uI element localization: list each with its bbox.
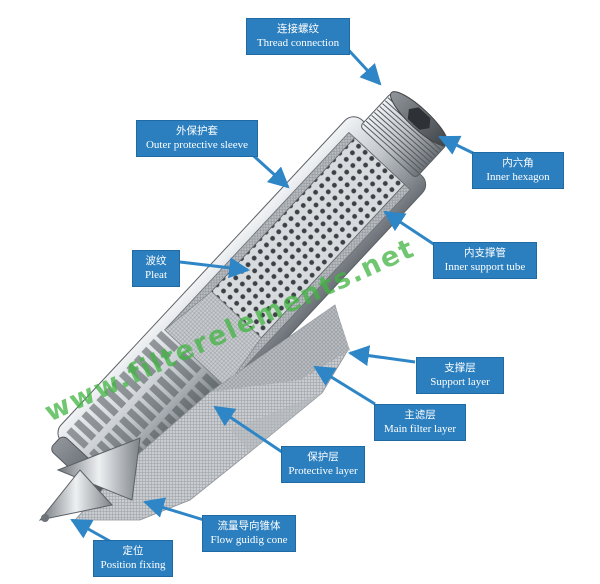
sleeve-slot (134, 400, 157, 422)
sleeve-slot (126, 408, 149, 430)
sleeve-slot (111, 424, 134, 446)
sleeve-slot (103, 387, 127, 409)
callout-main-filter-layer: 主滤层 Main filter layer (374, 404, 466, 441)
sleeve-slot (171, 359, 194, 382)
sleeve-slot (126, 362, 149, 385)
sleeve-slot (111, 378, 134, 401)
thread-groove (365, 120, 422, 171)
flow-guiding-cone (38, 437, 141, 521)
callout-pleat-zh: 波纹 (145, 255, 167, 267)
callout-hexagon-en: Inner hexagon (486, 171, 550, 183)
sleeve-slot (96, 395, 119, 417)
callout-inner-support-tube: 内支撑管 Inner support tube (433, 242, 537, 279)
thread-groove (363, 123, 420, 174)
callout-tube-zh: 内支撑管 (464, 247, 506, 259)
sleeve-slot (66, 427, 89, 449)
thread-groove (382, 103, 439, 154)
callout-pleat-en: Pleat (145, 269, 167, 281)
sleeve-slot (141, 392, 164, 414)
arrow-tube (383, 210, 436, 247)
thread-connection (361, 91, 449, 178)
sleeve-slot (73, 419, 97, 441)
callout-tube-en: Inner support tube (444, 261, 526, 273)
arrow-hexagon (438, 135, 478, 157)
callout-protective-layer: 保护层 Protective layer (281, 446, 365, 483)
callout-mainfilter-en: Main filter layer (383, 423, 457, 435)
inner-hexagon (407, 107, 431, 130)
callout-position-zh: 定位 (122, 545, 144, 557)
position-fixing-tip (41, 514, 49, 522)
callout-cone-zh: 流量导向锥体 (217, 520, 281, 532)
cutaway-section (164, 131, 411, 388)
callout-mainfilter-zh: 主滤层 (404, 409, 436, 421)
callout-protective-zh: 保护层 (307, 451, 339, 463)
sleeve-slot (118, 370, 142, 393)
sleeve-slot (81, 411, 104, 433)
arrow-cone (142, 497, 205, 522)
callout-pleat: 波纹 Pleat (132, 250, 180, 287)
callout-sleeve-en: Outer protective sleeve (145, 139, 248, 151)
callout-inner-hexagon: 内六角 Inner hexagon (472, 152, 564, 189)
callout-cone-en: Flow guidig cone (210, 534, 288, 546)
thread-groove (371, 114, 428, 165)
sleeve-slot (179, 351, 202, 374)
callout-flow-guiding-cone: 流量导向锥体 Flow guidig cone (202, 515, 296, 552)
callout-protective-en: Protective layer (288, 465, 358, 477)
sleeve-slot (164, 367, 187, 390)
callout-support-layer: 支撑层 Support layer (416, 357, 504, 394)
callout-support-en: Support layer (430, 376, 490, 388)
sleeve-slot (133, 354, 157, 377)
thread-groove (379, 106, 436, 156)
callout-thread-connection: 连接螺纹 Thread connection (246, 18, 350, 55)
sleeve-slot (148, 338, 172, 361)
callout-position-fixing: 定位 Position fixing (93, 540, 173, 577)
callout-thread-zh: 连接螺纹 (277, 23, 319, 35)
arrow-protective (213, 405, 283, 454)
callout-position-en: Position fixing (100, 559, 166, 571)
thread-groove (374, 112, 431, 162)
callout-thread-en: Thread connection (256, 37, 340, 49)
arrow-mainfilter (313, 365, 376, 406)
arrow-support (347, 345, 416, 366)
callout-sleeve-zh: 外保护套 (176, 125, 218, 137)
sleeve-slot (119, 416, 142, 438)
sleeve-slot (156, 375, 179, 398)
callout-outer-protective-sleeve: 外保护套 Outer protective sleeve (136, 120, 258, 157)
arrow-pleat (179, 257, 251, 279)
callout-support-zh: 支撑层 (444, 362, 476, 374)
sleeve-slot (149, 384, 172, 406)
thread-groove (368, 117, 425, 168)
sleeve-slot (156, 330, 179, 353)
callout-hexagon-zh: 内六角 (502, 157, 534, 169)
main-filter-layer (230, 393, 322, 452)
sleeve-slot (88, 403, 112, 425)
thread-groove (376, 109, 433, 159)
sleeve-slot (141, 346, 164, 369)
